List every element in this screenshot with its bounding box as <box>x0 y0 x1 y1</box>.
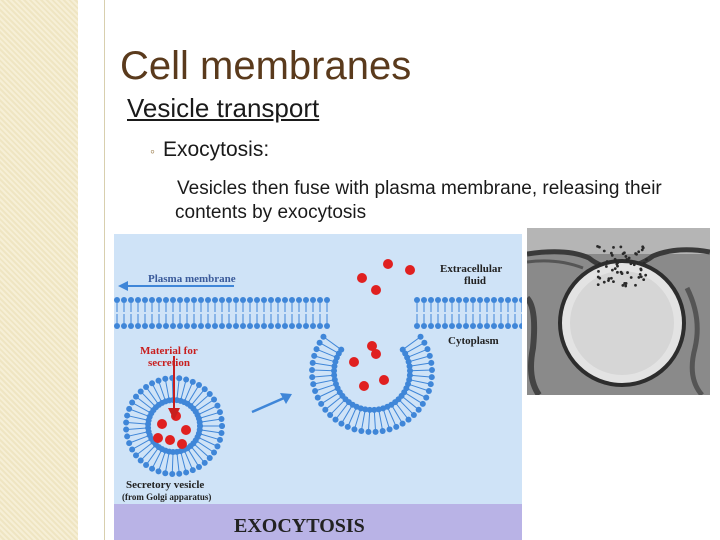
label-secretion: secretion <box>148 357 190 369</box>
label-golgi: (from Golgi apparatus) <box>122 492 211 502</box>
label-extracellular: Extracellular <box>440 263 502 275</box>
label-plasma-membrane: Plasma membrane <box>148 273 236 285</box>
exocytosis-diagram: Plasma membrane Extracellular fluid Cyto… <box>114 234 522 540</box>
micrograph-image <box>527 228 710 395</box>
slide-title: Cell membranes <box>120 44 411 89</box>
label-cytoplasm: Cytoplasm <box>448 335 499 347</box>
bullet-level-2-text: Vesicles then fuse with plasma membrane,… <box>175 178 662 223</box>
bullet-level-1-text: Exocytosis: <box>163 138 269 161</box>
figure-caption: EXOCYTOSIS <box>234 515 365 537</box>
label-material: Material for <box>140 345 198 357</box>
label-extracellular-fluid: fluid <box>464 275 486 287</box>
slide-subtitle: Vesicle transport <box>127 93 319 124</box>
label-secretory-vesicle: Secretory vesicle <box>126 479 204 491</box>
bullet-level-2: Vesicles then fuse with plasma membrane,… <box>175 177 695 224</box>
decorative-divider <box>104 0 105 540</box>
bullet-marker: ◦ <box>150 143 155 159</box>
bullet-level-1: ◦ Exocytosis: <box>150 138 269 162</box>
decorative-side-band <box>0 0 78 540</box>
